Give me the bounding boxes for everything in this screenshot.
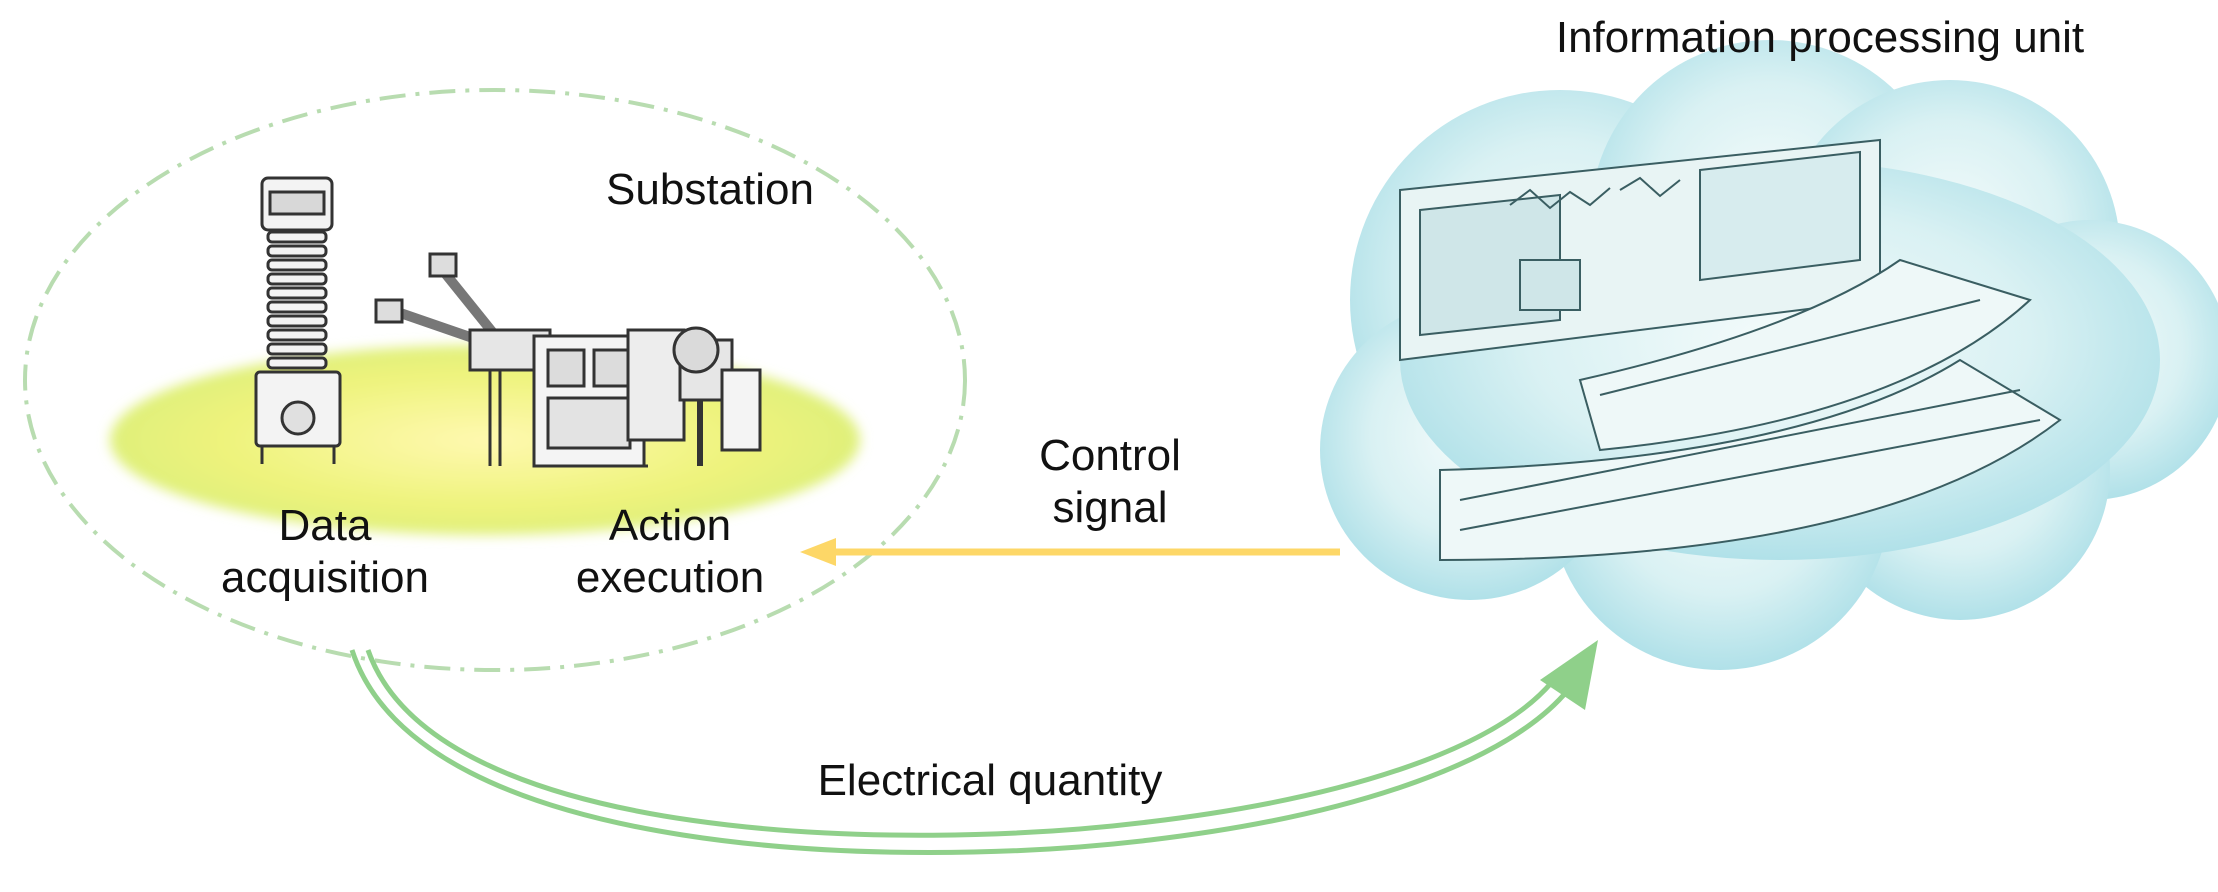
- information-processing-unit-title: Information processing unit: [1555, 13, 2085, 62]
- action-execution-label: Action execution: [575, 501, 765, 602]
- data-acquisition-label: Data acquisition: [221, 501, 429, 602]
- electrical-quantity-label: Electrical quantity: [817, 756, 1163, 805]
- control-room-illustration: [1399, 138, 2062, 562]
- electrical-quantity-arrow: [349, 640, 1598, 855]
- control-signal-arrow: [800, 538, 1340, 566]
- substation-label: Substation: [606, 165, 814, 214]
- control-signal-label: Control signal: [1039, 431, 1181, 532]
- disconnect-switch-icon: [374, 252, 762, 468]
- current-transformer-icon: [254, 176, 342, 464]
- substation-boundary: [23, 88, 967, 672]
